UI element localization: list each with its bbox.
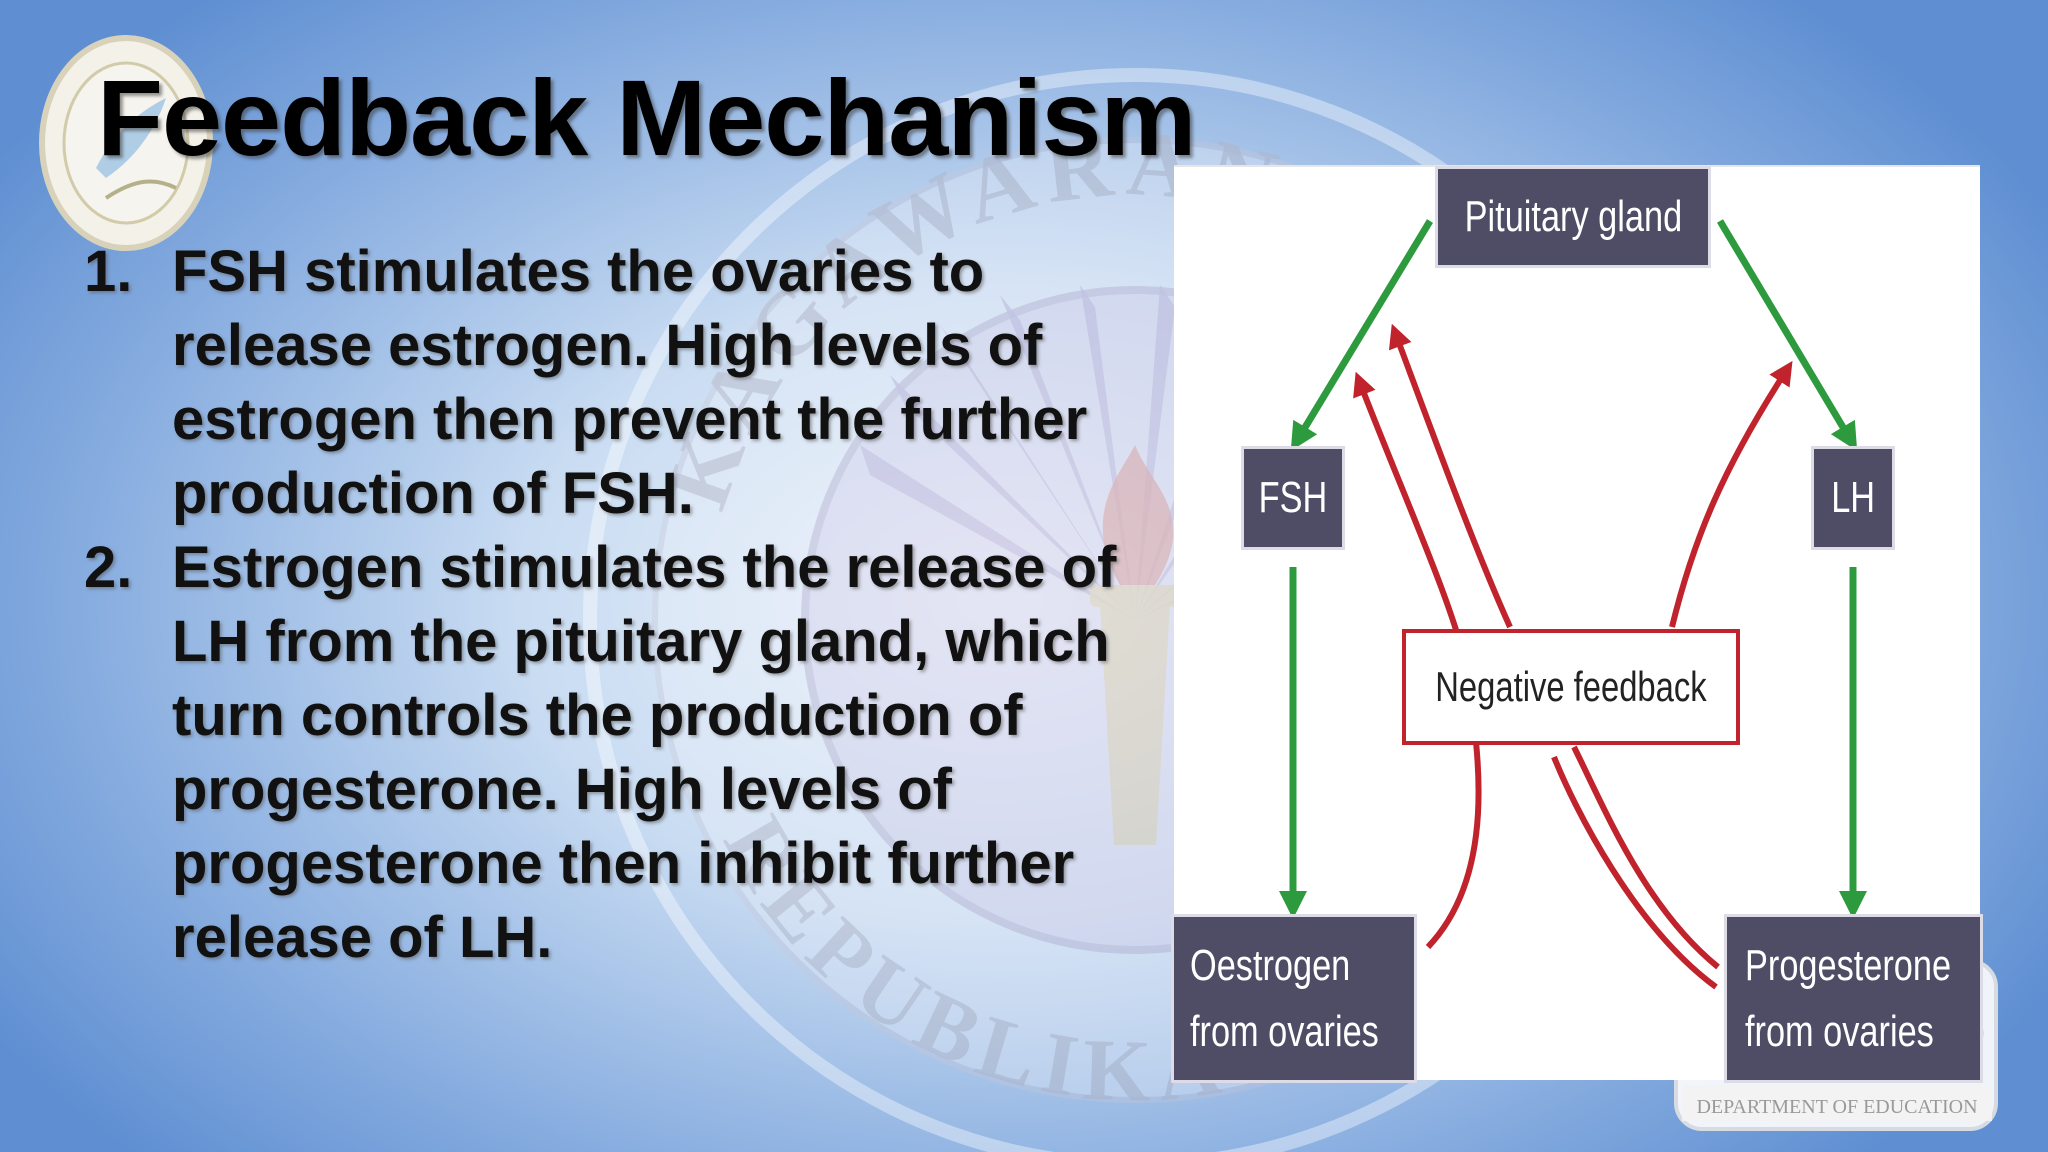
pituitary-gland-box: Pituitary gland: [1438, 169, 1708, 265]
progesterone-label-line2: from ovaries: [1745, 1006, 1934, 1056]
school-seal-icon: [39, 35, 213, 251]
list-item-text: FSH stimulates the ovaries to release es…: [172, 239, 1088, 526]
fsh-box: FSH: [1244, 449, 1342, 547]
oestrogen-box: Oestrogen from ovaries: [1174, 917, 1414, 1080]
fsh-label: FSH: [1258, 473, 1328, 522]
arrow-pituitary-to-lh: [1716, 219, 1858, 452]
list-item: 2. Estrogen stimulates the release of LH…: [84, 531, 1164, 975]
oestrogen-label-line2: from ovaries: [1190, 1006, 1379, 1056]
oestrogen-label-line1: Oestrogen: [1190, 940, 1351, 990]
list-number: 2.: [84, 535, 133, 600]
list-item: 1. FSH stimulates the ovaries to release…: [84, 235, 1164, 531]
progesterone-box: Progesterone from ovaries: [1727, 917, 1980, 1080]
svg-text:DEPARTMENT OF EDUCATION: DEPARTMENT OF EDUCATION: [1696, 1096, 1977, 1118]
negative-feedback-label: Negative feedback: [1435, 663, 1707, 710]
list-number: 1.: [84, 239, 133, 304]
feedback-progesterone-to-lh: [1571, 371, 1786, 970]
list-item-text: Estrogen stimulates the release of LH fr…: [172, 535, 1117, 970]
arrow-pituitary-to-fsh: [1290, 219, 1433, 451]
feedback-diagram: Pituitary gland FSH LH Negative feedback…: [1174, 165, 1980, 1080]
slide-title: Feedback Mechanism: [97, 57, 1196, 178]
diagram-arrows: [1279, 219, 1867, 990]
feedback-points-list: 1. FSH stimulates the ovaries to release…: [84, 235, 1164, 975]
negative-feedback-box: Negative feedback: [1402, 629, 1740, 745]
progesterone-label-line1: Progesterone: [1745, 940, 1952, 990]
feedback-progesterone-to-pituitary: [1396, 335, 1718, 990]
lh-label: LH: [1831, 473, 1875, 522]
pituitary-gland-label: Pituitary gland: [1464, 192, 1682, 241]
lh-box: LH: [1814, 449, 1892, 547]
